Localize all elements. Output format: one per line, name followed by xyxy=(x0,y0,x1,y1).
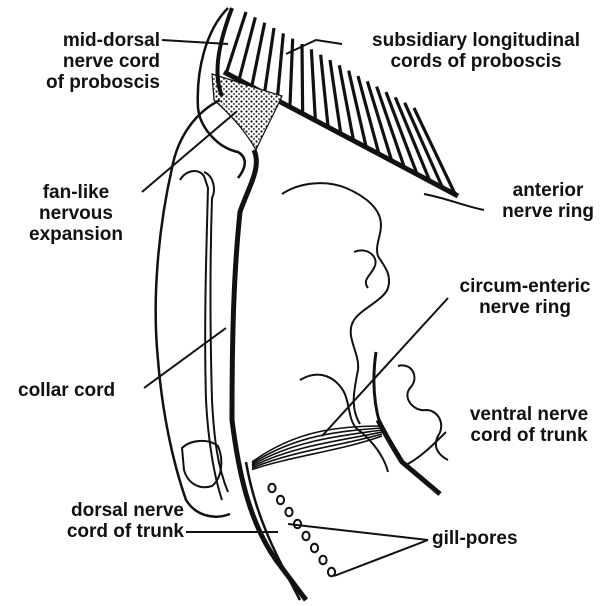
leader-fan-like xyxy=(142,112,236,192)
longitudinal-cord-strand xyxy=(252,23,265,88)
circum-enteric-nerve-ring xyxy=(252,426,382,470)
nerve-ring-fibre xyxy=(252,434,382,468)
gill-pore xyxy=(277,496,284,504)
ventral-nerve-cord xyxy=(378,420,440,494)
label-collar-cord: collar cord xyxy=(18,380,148,401)
longitudinal-cord-strand xyxy=(264,28,274,94)
longitudinal-cord-strand xyxy=(311,49,315,121)
gut-lobes xyxy=(398,365,448,460)
label-gill-pores: gill-pores xyxy=(432,528,552,549)
gill-pore xyxy=(311,544,318,552)
pharynx-lobe xyxy=(354,250,376,288)
label-subsidiary-longitudinal-cords: subsidiary longitudinal cords of probosc… xyxy=(344,30,608,72)
gill-pore xyxy=(319,556,326,564)
longitudinal-cord-strand xyxy=(302,44,303,115)
gill-pore xyxy=(268,484,275,492)
leader-mid-dorsal xyxy=(162,40,228,44)
longitudinal-cord-strand xyxy=(321,55,329,129)
label-anterior-nerve-ring: anterior nerve ring xyxy=(486,180,610,222)
collar-outer-wall xyxy=(156,100,230,517)
label-dorsal-nerve-cord-of-trunk: dorsal nerve cord of trunk xyxy=(16,500,184,542)
leader-circum-enteric xyxy=(322,298,448,436)
ventral-branch xyxy=(374,352,380,424)
label-circum-enteric-nerve-ring: circum-enteric nerve ring xyxy=(440,276,610,318)
gill-pore xyxy=(285,508,292,516)
fan-like-nervous-expansion xyxy=(212,74,282,150)
longitudinal-cord-strand xyxy=(277,33,283,101)
label-mid-dorsal-nerve-cord: mid-dorsal nerve cord of proboscis xyxy=(8,30,160,93)
leader-gill-pores-lower xyxy=(334,540,428,576)
longitudinal-cord-strand xyxy=(290,39,293,108)
leader-subsidiary xyxy=(286,40,342,54)
label-fan-like-nervous-expansion: fan-like nervous expansion xyxy=(12,182,140,245)
gill-pore xyxy=(302,532,309,540)
label-ventral-nerve-cord-of-trunk: ventral nerve cord of trunk xyxy=(448,404,610,446)
leader-ventral-cord xyxy=(404,432,446,466)
